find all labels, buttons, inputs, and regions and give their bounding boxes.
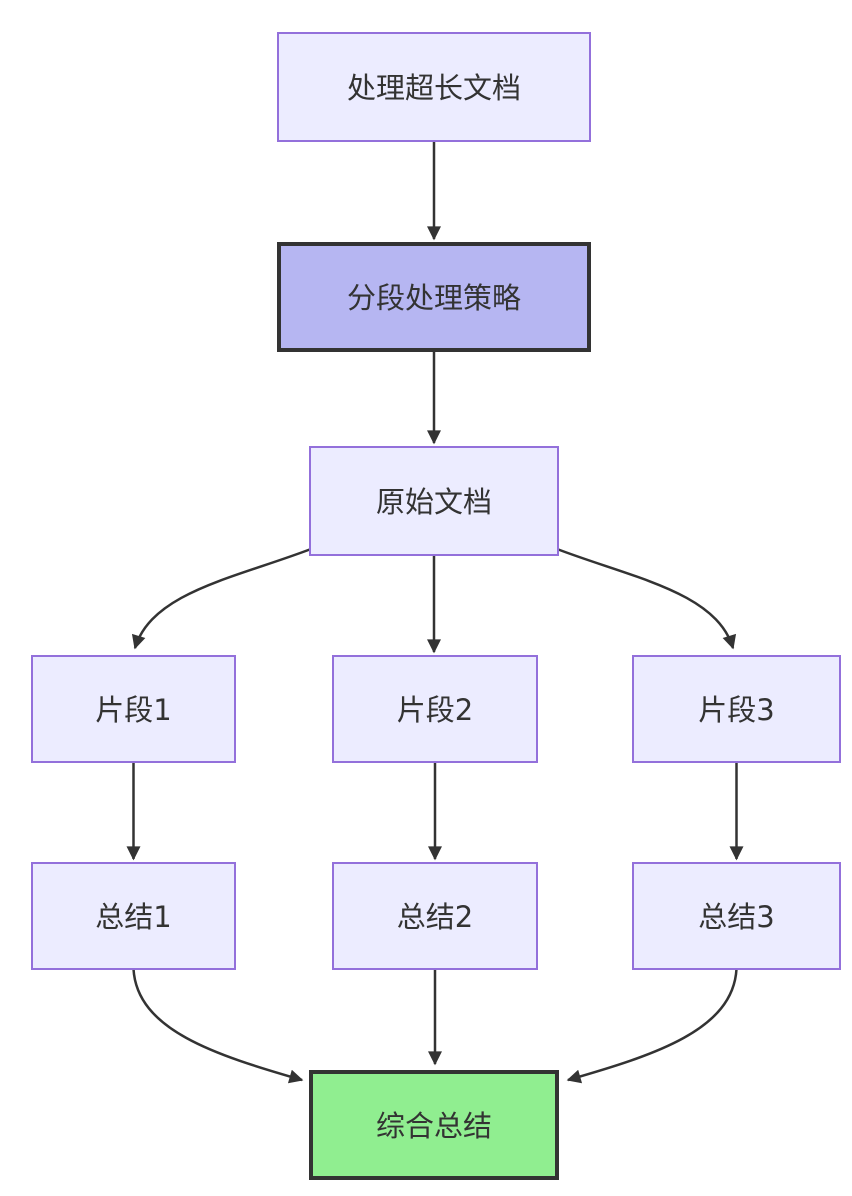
node-segment-strategy: 分段处理策略 [277,242,591,352]
node-original-doc-box [309,446,559,556]
node-summary-3-label: 总结3 [698,900,774,934]
node-fragment-1: 片段1 [31,655,236,763]
node-original-doc: 原始文档 [309,446,559,556]
node-segment-strategy-box [277,242,591,352]
node-process-long-doc-box [277,32,591,142]
edge-c-to-d3 [556,547,737,650]
node-summary-3: 总结3 [632,862,841,970]
node-summary-1-box [31,862,236,970]
edge-e1-to-f [132,968,304,1084]
node-fragment-1-label: 片段1 [95,693,171,727]
node-summary-1-label: 总结1 [95,900,171,934]
node-final-summary-box [309,1070,559,1180]
node-summary-3-box [632,862,841,970]
node-fragment-3-label: 片段3 [698,693,774,727]
node-summary-2-box [332,862,538,970]
node-summary-2-label: 总结2 [397,900,473,934]
edge-e3-to-f [566,968,738,1084]
node-fragment-3-box [632,655,841,763]
node-fragment-3: 片段3 [632,655,841,763]
node-segment-strategy-label: 分段处理策略 [347,281,521,315]
node-final-summary: 综合总结 [309,1070,559,1180]
node-process-long-doc: 处理超长文档 [277,32,591,142]
node-summary-2: 总结2 [332,862,538,970]
node-summary-1: 总结1 [31,862,236,970]
node-final-summary-label: 综合总结 [376,1109,492,1143]
edge-c-to-d1 [131,547,312,650]
node-process-long-doc-label: 处理超长文档 [347,71,521,105]
node-original-doc-label: 原始文档 [376,485,492,519]
edge-layer [126,141,744,1084]
node-fragment-2: 片段2 [332,655,538,763]
node-fragment-1-box [31,655,236,763]
node-fragment-2-box [332,655,538,763]
node-fragment-2-label: 片段2 [397,693,473,727]
